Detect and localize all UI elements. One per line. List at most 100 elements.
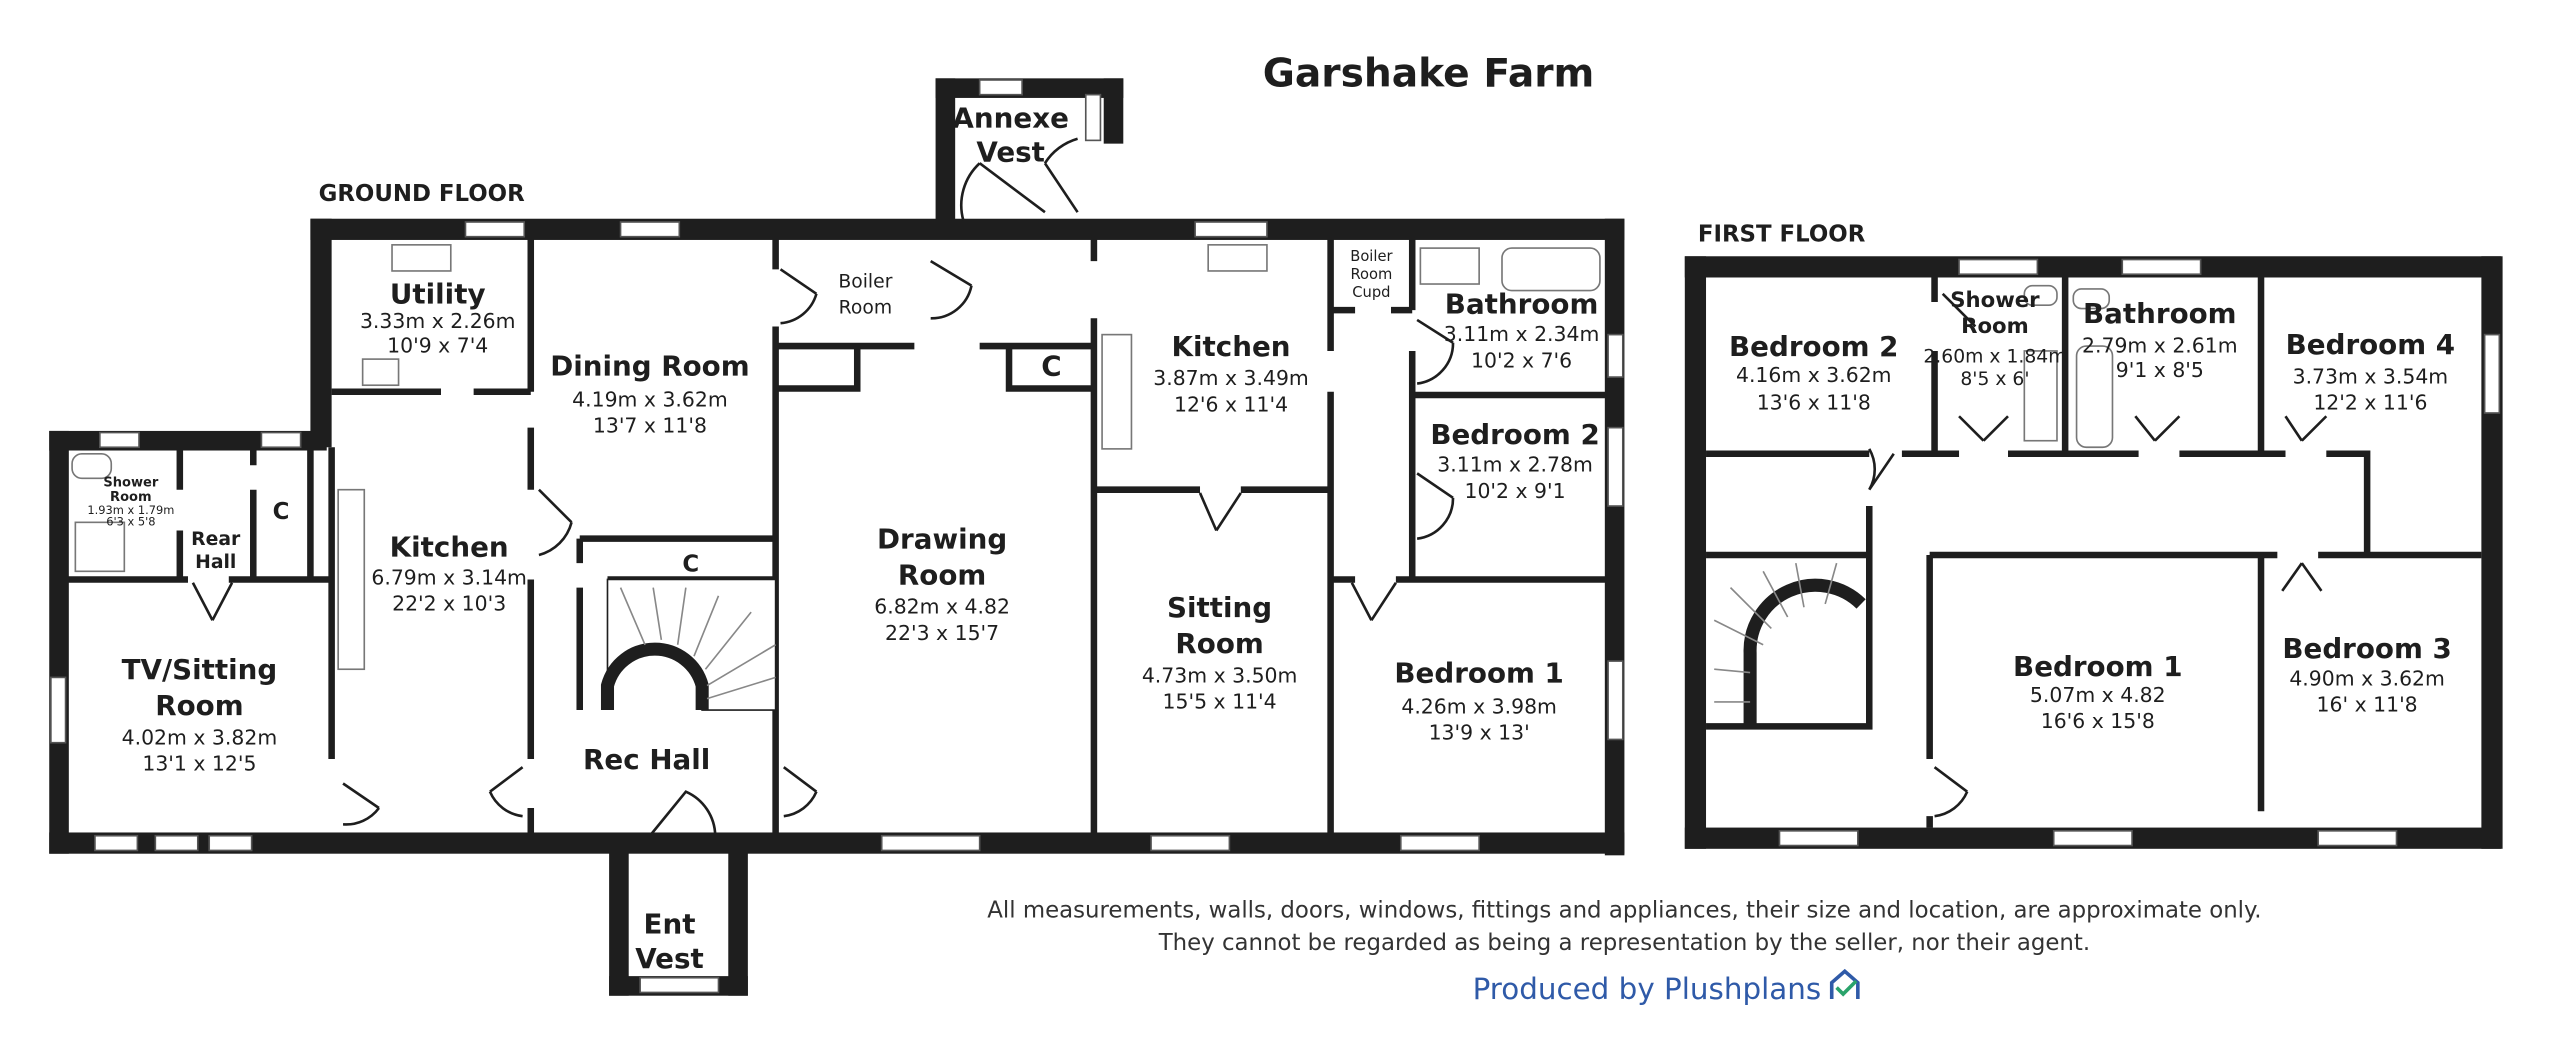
svg-text:Bedroom 2: Bedroom 2 (1729, 330, 1898, 363)
svg-text:Utility: Utility (390, 278, 486, 311)
svg-text:4.16m x 3.62m: 4.16m x 3.62m (1736, 363, 1892, 387)
svg-text:Ent: Ent (644, 908, 696, 941)
svg-text:Bedroom 4: Bedroom 4 (2286, 328, 2455, 361)
svg-text:Vest: Vest (635, 942, 704, 975)
svg-text:4.19m x 3.62m: 4.19m x 3.62m (572, 387, 728, 411)
svg-text:Vest: Vest (976, 136, 1045, 169)
room-boiler-room-cupd: Boiler Room Cupd (1350, 248, 1393, 301)
ground-floor-doors (191, 137, 1455, 837)
room-kitchen-east: Kitchen 3.87m x 3.49m 12'6 x 11'4 (1153, 330, 1309, 416)
svg-text:13'1 x 12'5: 13'1 x 12'5 (142, 751, 256, 775)
svg-text:Room: Room (110, 490, 152, 505)
svg-text:Bathroom: Bathroom (1445, 287, 1599, 320)
svg-text:Bedroom 2: Bedroom 2 (1430, 418, 1599, 451)
room-boiler-room: Boiler Room (838, 271, 892, 318)
room-cupboard-rear: C (273, 499, 290, 525)
svg-text:1.93m x 1.79m: 1.93m x 1.79m (87, 503, 174, 517)
disclaimer-line-2: They cannot be regarded as being a repre… (1158, 930, 2090, 956)
room-kitchen-west: Kitchen 6.79m x 3.14m 22'2 x 10'3 (371, 531, 527, 616)
svg-text:Room: Room (1175, 627, 1263, 660)
room-tv-sitting-room: TV/Sitting Room 4.02m x 3.82m 13'1 x 12'… (122, 653, 278, 775)
ground-floor-label: GROUND FLOOR (319, 181, 526, 207)
first-floor-doors (1868, 292, 2328, 818)
room-annexe-vest: Annexe Vest (952, 101, 1068, 168)
ground-floor-interior-walls (65, 236, 1617, 836)
svg-text:Bathroom: Bathroom (2083, 297, 2237, 330)
room-shower-room-ground: Shower Room 1.93m x 1.79m 6'3 x 5'8 (87, 475, 174, 528)
svg-text:3.73m x 3.54m: 3.73m x 3.54m (2293, 365, 2449, 389)
svg-text:2.60m x 1.84m: 2.60m x 1.84m (1923, 346, 2066, 367)
room-bedroom-3: Bedroom 3 4.90m x 3.62m 16' x 11'8 (2282, 632, 2451, 717)
svg-text:3.11m x 2.34m: 3.11m x 2.34m (1444, 322, 1600, 346)
svg-text:5.07m x 4.82: 5.07m x 4.82 (2030, 683, 2166, 707)
svg-text:15'5 x 11'4: 15'5 x 11'4 (1163, 689, 1277, 713)
svg-text:3.33m x 2.26m: 3.33m x 2.26m (360, 309, 516, 333)
svg-text:Room: Room (839, 297, 892, 318)
room-sitting-room: Sitting Room 4.73m x 3.50m 15'5 x 11'4 (1142, 591, 1298, 713)
room-bathroom-first: Bathroom 2.79m x 2.61m 9'1 x 8'5 (2082, 297, 2238, 382)
first-floor-room-labels: Bedroom 2 4.16m x 3.62m 13'6 x 11'8 Show… (1729, 288, 2455, 733)
svg-text:Boiler: Boiler (1350, 248, 1393, 265)
svg-text:10'2 x 9'1: 10'2 x 9'1 (1464, 479, 1565, 503)
first-floor-stairs (1713, 562, 1866, 727)
room-bedroom-4: Bedroom 4 3.73m x 3.54m 12'2 x 11'6 (2286, 328, 2455, 414)
room-cupboard-stairs: C (682, 551, 699, 577)
first-floor-windows (1778, 258, 2501, 847)
svg-text:Bedroom 3: Bedroom 3 (2282, 632, 2451, 665)
svg-text:10'2 x 7'6: 10'2 x 7'6 (1471, 348, 1572, 372)
room-cupboard: C (1041, 349, 1061, 382)
svg-text:6.79m x 3.14m: 6.79m x 3.14m (371, 565, 527, 589)
ground-floor-outer-walls (49, 78, 1625, 996)
svg-text:Annexe: Annexe (952, 101, 1068, 134)
ground-floor-stairs (600, 578, 777, 711)
svg-text:4.02m x 3.82m: 4.02m x 3.82m (122, 725, 278, 749)
svg-text:Rear: Rear (191, 529, 241, 550)
svg-text:10'9 x 7'4: 10'9 x 7'4 (387, 334, 488, 358)
svg-text:Shower: Shower (103, 475, 159, 490)
first-floor-interior-walls (1706, 277, 2482, 828)
svg-text:Room: Room (898, 558, 986, 591)
svg-text:9'1 x 8'5: 9'1 x 8'5 (2116, 358, 2204, 382)
room-shower-room-first: Shower Room 2.60m x 1.84m 8'5 x 6' (1923, 288, 2066, 390)
svg-text:8'5 x 6': 8'5 x 6' (1960, 369, 2029, 390)
room-bedroom-2-ground: Bedroom 2 3.11m x 2.78m 10'2 x 9'1 (1430, 418, 1599, 503)
svg-text:16' x 11'8: 16' x 11'8 (2317, 693, 2418, 717)
plushplans-logo-icon (1829, 968, 1860, 999)
ground-floor: GROUND FLOOR (49, 78, 1625, 996)
svg-text:Kitchen: Kitchen (1172, 330, 1291, 363)
ground-floor-windows (50, 79, 1624, 994)
svg-text:4.73m x 3.50m: 4.73m x 3.50m (1142, 663, 1298, 687)
svg-text:6.82m x 4.82: 6.82m x 4.82 (874, 595, 1010, 619)
room-bedroom-2-first: Bedroom 2 4.16m x 3.62m 13'6 x 11'8 (1729, 330, 1898, 415)
room-bedroom-1-ground: Bedroom 1 4.26m x 3.98m 13'9 x 13' (1394, 656, 1563, 744)
plan-title: Garshake Farm (1263, 52, 1595, 97)
room-rear-hall: Rear Hall (191, 529, 241, 573)
svg-text:Room: Room (1961, 314, 2029, 339)
svg-text:Room: Room (1350, 266, 1392, 283)
svg-text:Cupd: Cupd (1352, 284, 1390, 301)
first-floor: FIRST FLOOR (1684, 222, 2503, 849)
ground-floor-room-labels: Utility 3.33m x 2.26m 10'9 x 7'4 Dining … (87, 101, 1599, 975)
ground-floor-fixtures (71, 244, 1601, 671)
disclaimer-line-1: All measurements, walls, doors, windows,… (987, 897, 2261, 923)
svg-text:Boiler: Boiler (838, 271, 892, 292)
room-drawing-room: Drawing Room 6.82m x 4.82 22'3 x 15'7 (874, 522, 1010, 644)
first-floor-label: FIRST FLOOR (1698, 222, 1866, 248)
svg-text:TV/Sitting: TV/Sitting (122, 653, 278, 686)
svg-text:13'9 x 13': 13'9 x 13' (1429, 720, 1530, 744)
svg-text:4.90m x 3.62m: 4.90m x 3.62m (2289, 667, 2445, 691)
svg-text:22'2 x 10'3: 22'2 x 10'3 (392, 591, 506, 615)
svg-text:3.87m x 3.49m: 3.87m x 3.49m (1153, 366, 1309, 390)
credit-text: Produced by Plushplans (1473, 972, 1822, 1006)
svg-text:Room: Room (155, 689, 243, 722)
svg-text:3.11m x 2.78m: 3.11m x 2.78m (1437, 453, 1593, 477)
svg-text:Dining Room: Dining Room (550, 349, 749, 382)
room-utility: Utility 3.33m x 2.26m 10'9 x 7'4 (360, 278, 516, 358)
svg-text:13'7 x 11'8: 13'7 x 11'8 (593, 414, 707, 438)
room-ent-vest: Ent Vest (635, 908, 704, 975)
room-bedroom-1-first: Bedroom 1 5.07m x 4.82 16'6 x 15'8 (2013, 650, 2182, 733)
svg-text:Shower: Shower (1950, 288, 2040, 313)
svg-text:Hall: Hall (195, 552, 236, 573)
svg-text:13'6 x 11'8: 13'6 x 11'8 (1757, 391, 1871, 415)
